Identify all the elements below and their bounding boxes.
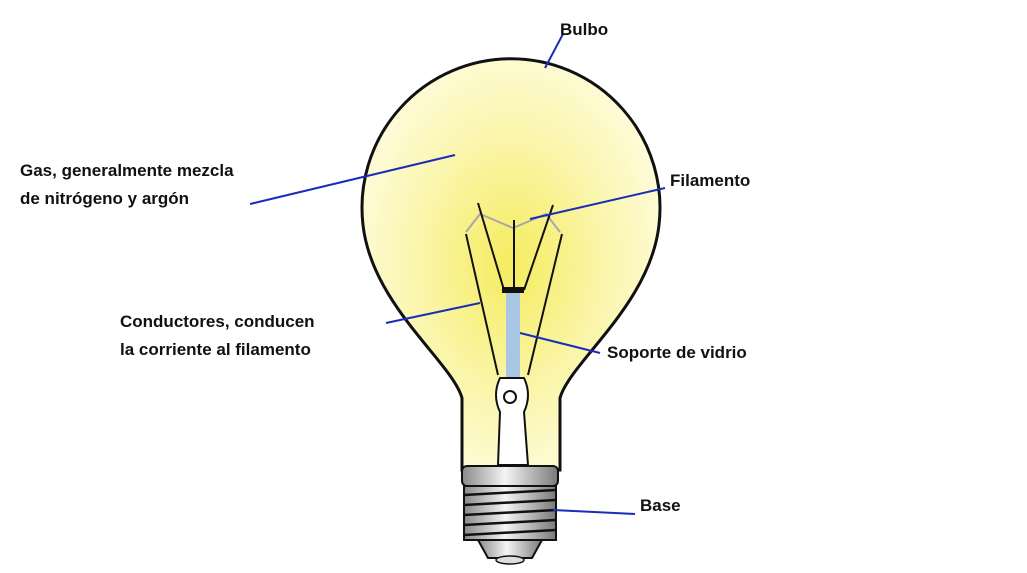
stem-press: [495, 377, 530, 466]
leader-bulb: [544, 33, 564, 69]
leader-glass-support: [519, 332, 601, 354]
label-filament: Filamento: [670, 171, 751, 190]
base-screw: [461, 465, 559, 565]
label-glass-support: Soporte de vidrio: [607, 343, 747, 362]
label-conductors-line1: Conductores, conducen: [120, 312, 315, 331]
label-bulb: Bulbo: [560, 20, 609, 39]
glass-support-rod: [506, 293, 520, 393]
leader-lines: [249, 33, 666, 515]
label-gas-line1: Gas, generalmente mezcla: [20, 161, 234, 180]
bulb-glass: [360, 57, 662, 472]
label-gas-line2: de nitrógeno y argón: [20, 189, 190, 208]
stem-cap: [502, 287, 524, 293]
leader-base: [552, 509, 636, 515]
conductors: [465, 202, 563, 376]
label-base: Base: [640, 496, 681, 515]
leader-gas: [249, 154, 456, 205]
leader-conductors: [385, 302, 481, 324]
leader-filament: [529, 187, 666, 220]
label-conductors-line2: la corriente al filamento: [120, 340, 311, 359]
